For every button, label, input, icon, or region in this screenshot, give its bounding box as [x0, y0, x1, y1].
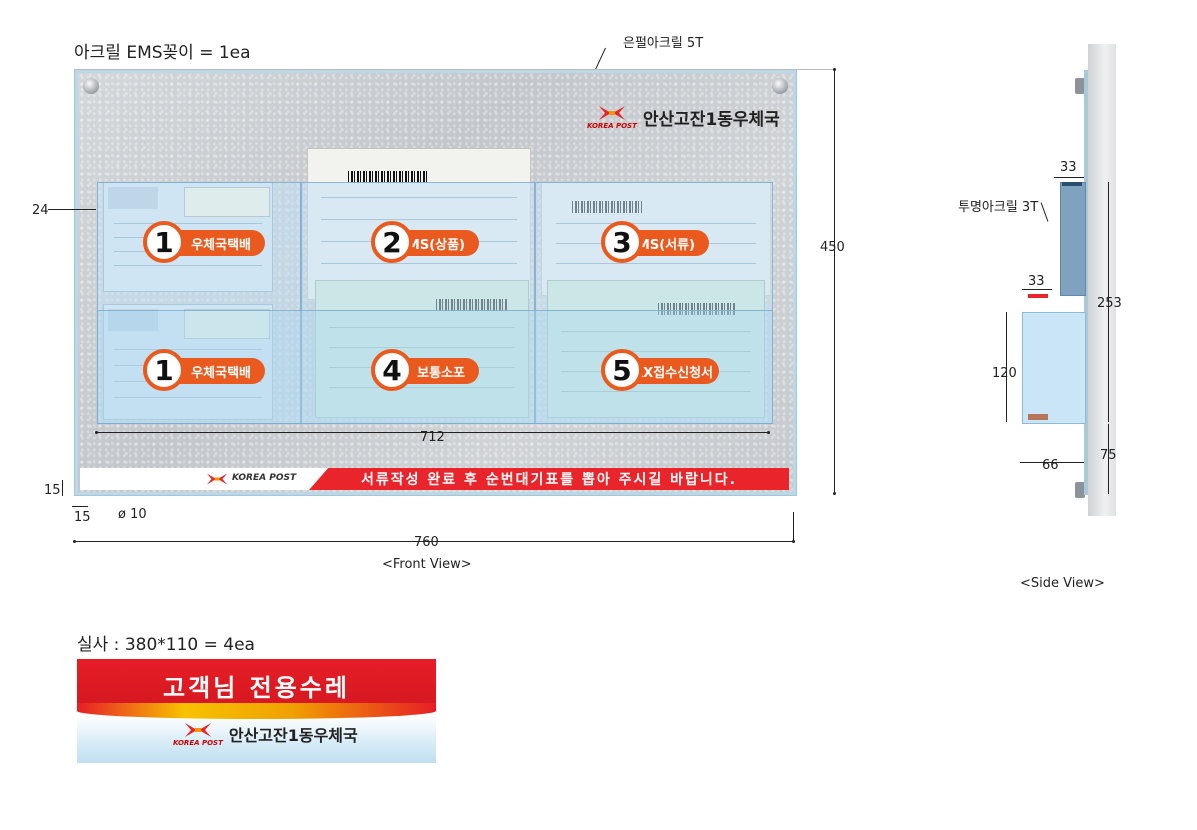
side-dim-33-top: 33	[1060, 160, 1077, 175]
banner-wave	[77, 703, 436, 719]
dim-height-line	[834, 69, 835, 494]
tag-4-ordinary: 4 보통소포	[371, 349, 479, 391]
banner-print: 고객님 전용수레 KOREA POST 안산고잔1동우체국	[77, 659, 436, 763]
front-board: KOREA POST 안산고잔1동우체국 1 우체국택배 2 EM	[74, 69, 797, 496]
side-view-caption: <Side View>	[1020, 576, 1105, 591]
side-dim-75: 75	[1100, 448, 1117, 463]
side-standoff-top	[1075, 78, 1085, 94]
tag-number: 3	[601, 221, 643, 263]
dim-total-width-ext	[793, 512, 794, 542]
tag-1-parcel: 1 우체국택배	[143, 221, 265, 263]
tag-label: 우체국택배	[191, 365, 251, 381]
tag-label: 우체국택배	[191, 237, 251, 253]
tag-number: 2	[371, 221, 413, 263]
dim-height: 450	[820, 240, 845, 255]
side-lower-pocket	[1022, 312, 1086, 424]
material-label: 은펄아크릴 5T	[623, 36, 704, 51]
tag-3-ems-docs: 3 EMS(서류)	[601, 221, 709, 263]
dim-top-offset-line	[48, 209, 96, 210]
screw-top-left	[83, 78, 99, 94]
tag-1-parcel-lower: 1 우체국택배	[143, 349, 265, 391]
side-upper-pocket	[1060, 182, 1086, 296]
banner-brand-name: 안산고잔1동우체국	[228, 726, 358, 745]
tag-2-ems-goods: 2 EMS(상품)	[371, 221, 479, 263]
notice-strip: KOREA POST 서류작성 완료 후 순번대기표를 뽑아 주시길 바랍니다.	[80, 468, 789, 490]
banner-title: 실사 : 380*110 = 4ea	[77, 635, 255, 655]
tag-label: FAX접수신청서	[625, 365, 713, 381]
korea-post-text: KOREA POST	[173, 739, 223, 747]
korea-post-logo-icon	[598, 104, 625, 122]
side-dim-120: 120	[992, 366, 1017, 381]
side-dim-66: 66	[1042, 458, 1059, 473]
strip-logo: KOREA POST	[206, 471, 296, 485]
dim-top-extension	[74, 69, 834, 70]
dim-side-margin-line	[72, 506, 88, 507]
dim-inner-width: 712	[420, 430, 445, 445]
dim-hole: ø 10	[118, 507, 147, 522]
dim-bottom-margin: 15	[44, 483, 61, 498]
tag-number: 5	[601, 349, 643, 391]
banner-brand: KOREA POST 안산고잔1동우체국	[173, 721, 358, 747]
korea-post-text: KOREA POST	[232, 473, 297, 483]
screw-top-right	[772, 78, 788, 94]
tag-label: EMS(서류)	[628, 237, 695, 253]
dim-total-width-line	[74, 541, 794, 542]
notice-text: 서류작성 완료 후 순번대기표를 뽑아 주시길 바랍니다.	[309, 468, 789, 490]
dim-total-width: 760	[414, 535, 439, 550]
tag-number: 1	[143, 221, 185, 263]
korea-post-logo-icon	[184, 721, 211, 739]
side-clear-acrylic: 투명아크릴 3T	[958, 200, 1039, 215]
side-dim-253: 253	[1097, 296, 1122, 311]
side-dim-33-mid: 33	[1028, 274, 1045, 289]
front-title: 아크릴 EMS꽂이 = 1ea	[74, 43, 251, 63]
korea-post-text: KOREA POST	[587, 122, 637, 130]
front-view-caption: <Front View>	[382, 557, 472, 572]
side-wall	[1088, 44, 1116, 516]
dim-side-margin: 15	[74, 510, 91, 525]
dim-top-offset: 24	[32, 203, 49, 218]
tag-number: 4	[371, 349, 413, 391]
dim-inner-width-line	[96, 432, 768, 433]
tag-5-fax: 5 FAX접수신청서	[601, 349, 719, 391]
banner-headline: 고객님 전용수레	[77, 659, 436, 711]
tag-label: 보통소포	[417, 365, 465, 381]
side-backboard	[1084, 70, 1088, 495]
korea-post-logo-icon	[206, 471, 228, 485]
tag-label: EMS(상품)	[398, 237, 465, 253]
dim-bottom-margin-line	[62, 480, 63, 496]
side-standoff-bottom	[1075, 482, 1085, 498]
tag-number: 1	[143, 349, 185, 391]
board-brand-name: 안산고잔1동우체국	[642, 109, 780, 130]
board-brand: KOREA POST 안산고잔1동우체국	[587, 104, 780, 130]
